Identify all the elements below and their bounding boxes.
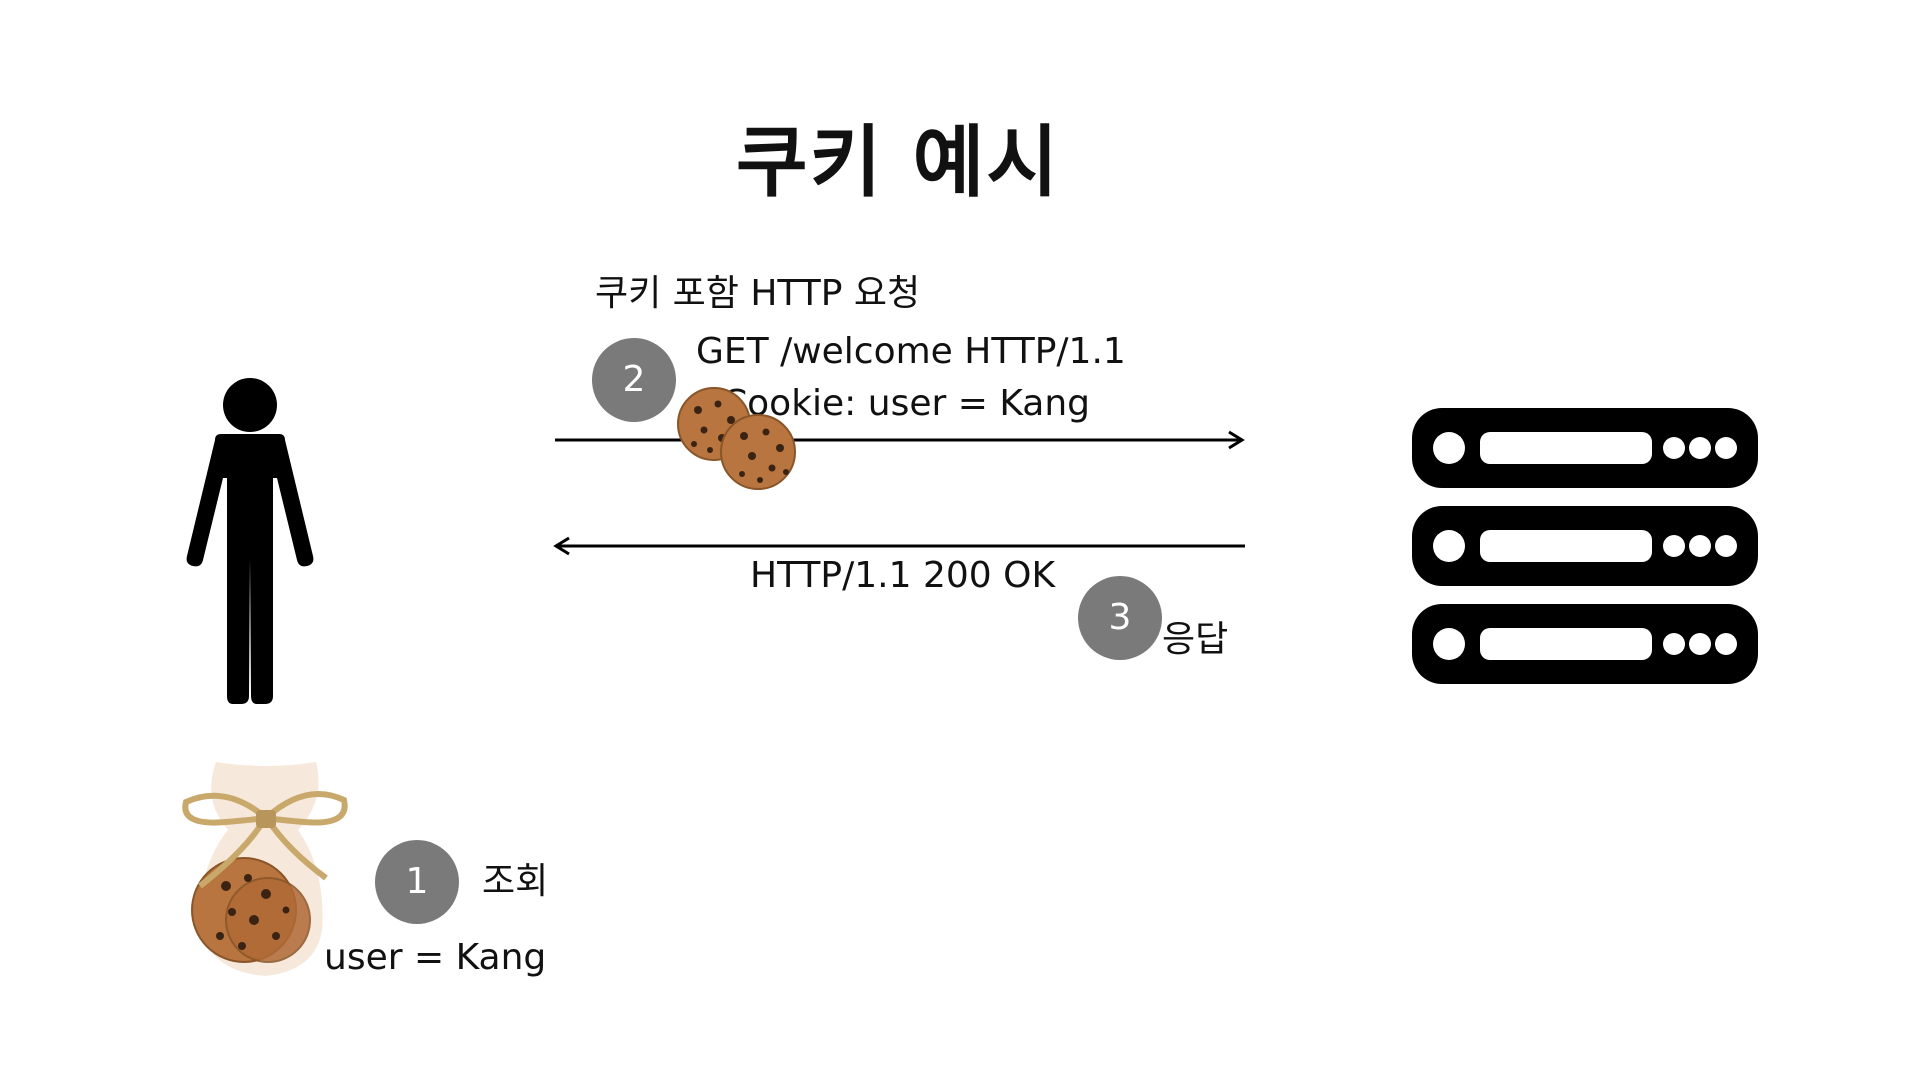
page-title: 쿠키 예시 — [735, 118, 1061, 208]
request-caption: 쿠키 포함 HTTP 요청 — [595, 273, 921, 314]
lookup-caption: 조회 — [482, 861, 549, 902]
cookie-bag-icon — [182, 762, 348, 976]
response-caption: 응답 — [1162, 619, 1229, 660]
response-status: HTTP/1.1 200 OK — [750, 555, 1056, 596]
cookie-icon — [677, 387, 796, 490]
response-arrow — [553, 536, 1245, 556]
stored-cookie-value: user = Kang — [324, 937, 547, 978]
step-badge-3: 3 — [1078, 576, 1162, 660]
request-cookie-header: Cookie: user = Kang — [722, 383, 1091, 424]
request-arrow — [555, 430, 1245, 450]
step-badge-2: 2 — [592, 338, 676, 422]
request-line: GET /welcome HTTP/1.1 — [696, 331, 1126, 372]
step-badge-1: 1 — [375, 840, 459, 924]
server-stack-icon — [1412, 408, 1758, 684]
person-icon — [186, 378, 314, 704]
